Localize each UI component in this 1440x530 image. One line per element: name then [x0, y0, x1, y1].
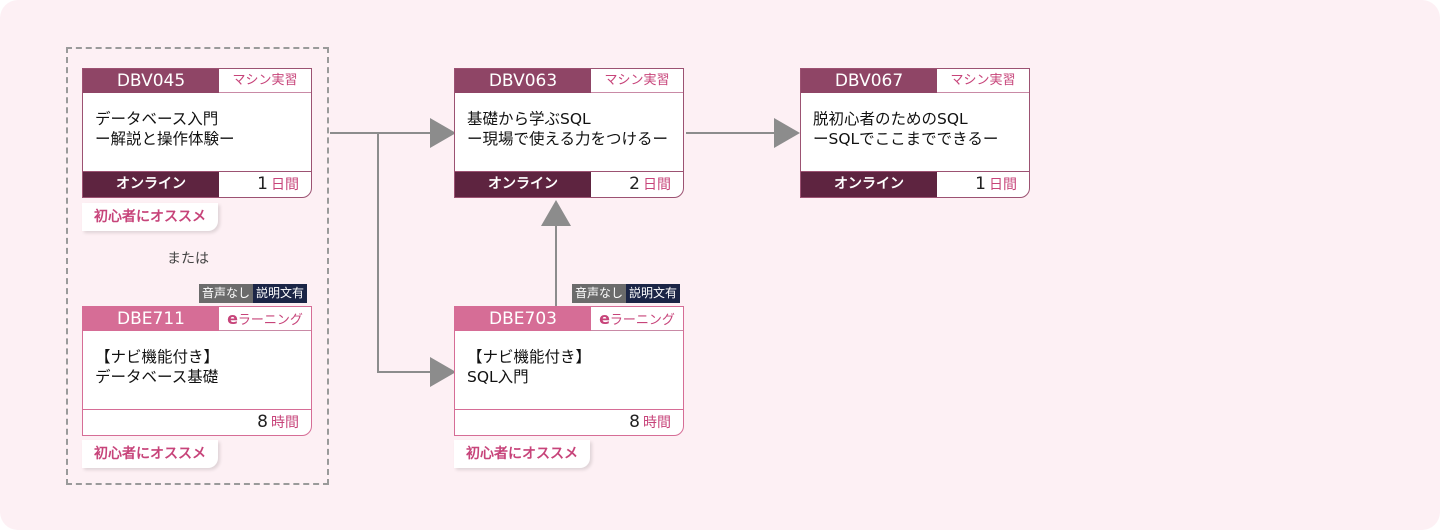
arrowhead-dbv063 — [430, 118, 456, 148]
course-type: eラーニング — [219, 307, 311, 331]
course-code: DBE703 — [455, 307, 591, 331]
course-code: DBV045 — [83, 69, 219, 93]
arrowhead-up-dbv063 — [541, 200, 571, 226]
recommend-badge: 初心者にオススメ — [82, 440, 218, 468]
course-type: eラーニング — [591, 307, 683, 331]
course-code: DBV063 — [455, 69, 591, 93]
no-audio-tag: 音声なし — [572, 284, 627, 303]
delivery-label: オンライン — [83, 172, 219, 197]
arrowhead-dbe703 — [430, 357, 456, 387]
course-type: マシン実習 — [937, 69, 1029, 93]
course-title: 【ナビ機能付き】 SQL入門 — [467, 348, 592, 386]
course-title: データベース入門 ー解説と操作体験ー — [95, 110, 235, 148]
course-title: 脱初心者のためのSQL ーSQLでここまでできるー — [813, 110, 999, 148]
course-type: マシン実習 — [591, 69, 683, 93]
delivery-blank — [455, 410, 591, 435]
tag-group: 音声なし説明文有 — [199, 284, 308, 303]
delivery-label: オンライン — [455, 172, 591, 197]
recommend-badge: 初心者にオススメ — [82, 203, 218, 231]
connector-branch-to-dbe703 — [377, 133, 432, 373]
course-card-dbv063[interactable]: DBV063 マシン実習 基礎から学ぶSQL ー現場で使える力をつけるー オンラ… — [454, 68, 684, 198]
course-card-dbv067[interactable]: DBV067 マシン実習 脱初心者のためのSQL ーSQLでここまでできるー オ… — [800, 68, 1030, 198]
course-code: DBE711 — [83, 307, 219, 331]
caption-tag: 説明文有 — [626, 284, 681, 303]
course-code: DBV067 — [801, 69, 937, 93]
or-label: または — [167, 251, 209, 267]
tag-group: 音声なし説明文有 — [572, 284, 681, 303]
delivery-blank — [83, 410, 219, 435]
arrowhead-dbv067 — [774, 118, 800, 148]
no-audio-tag: 音声なし — [199, 284, 254, 303]
alternative-group — [66, 47, 329, 485]
course-title: 【ナビ機能付き】 データベース基礎 — [95, 348, 220, 386]
course-title: 基礎から学ぶSQL ー現場で使える力をつけるー — [467, 110, 669, 148]
course-type: マシン実習 — [219, 69, 311, 93]
delivery-label: オンライン — [801, 172, 937, 197]
caption-tag: 説明文有 — [253, 284, 308, 303]
recommend-badge: 初心者にオススメ — [454, 440, 590, 468]
